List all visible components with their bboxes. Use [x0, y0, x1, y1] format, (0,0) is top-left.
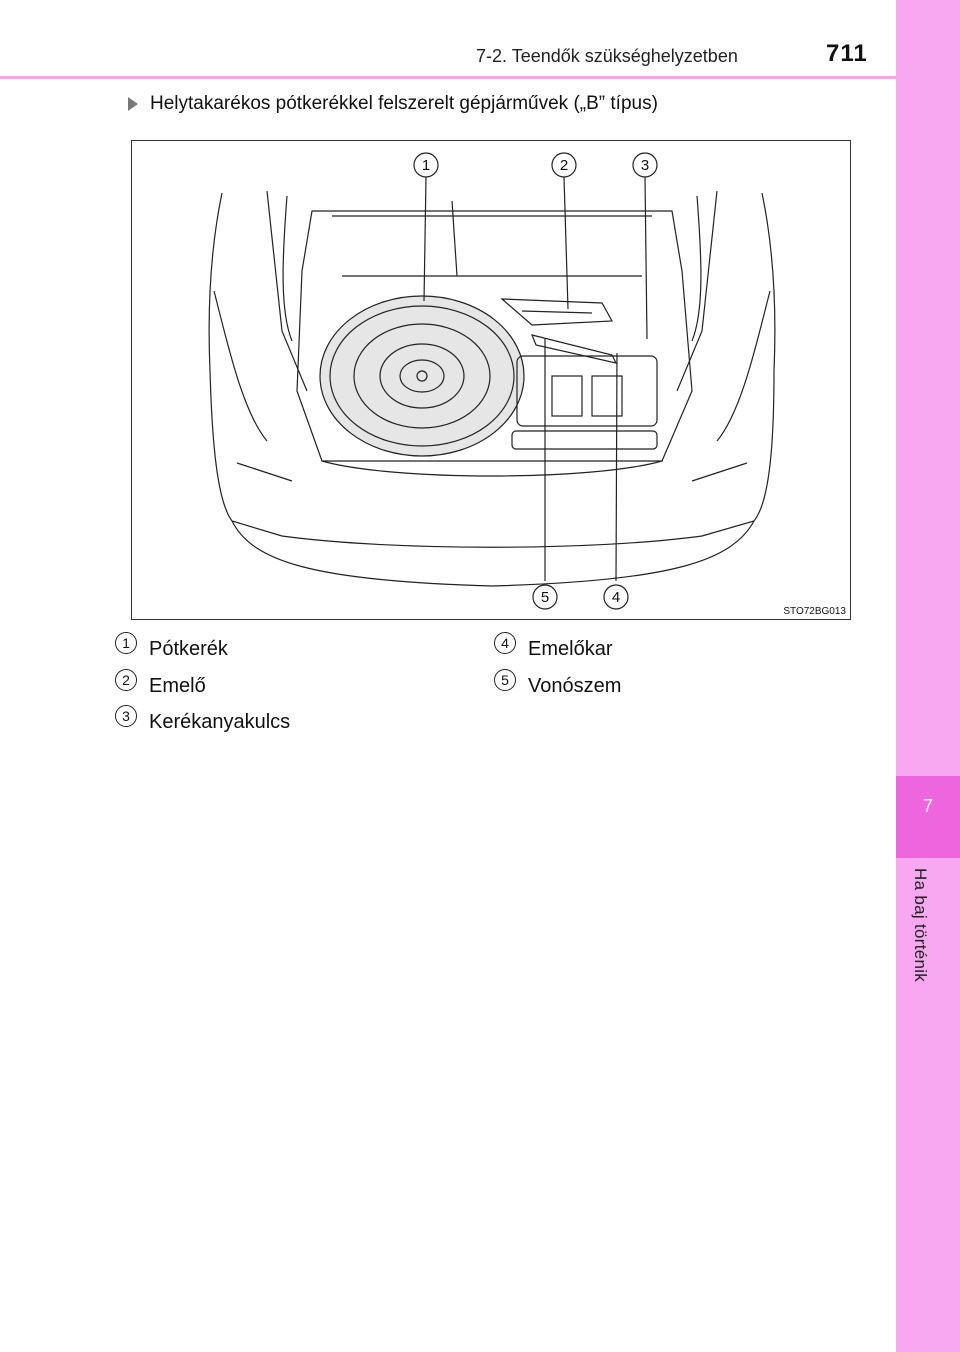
callout-5-label: 5 — [541, 589, 549, 606]
subheading: Helytakarékos pótkerékkel felszerelt gép… — [128, 93, 658, 115]
legend-item-3: 3 Kerékanyakulcs — [115, 704, 291, 734]
legend-label-5: Vonószem — [528, 675, 622, 697]
callout-3 — [632, 152, 658, 178]
callout-1-label: 1 — [422, 157, 430, 174]
legend-item-2: 2 Emelő — [115, 668, 206, 698]
figure-code: STO72BG013 — [783, 606, 846, 617]
legend-badge-4: 4 — [494, 631, 516, 654]
callout-4-label: 4 — [612, 589, 620, 606]
legend-badge-3: 3 — [115, 704, 137, 727]
legend-badge-2: 2 — [115, 668, 137, 691]
page-number: 711 — [826, 40, 868, 67]
subheading-text: Helytakarékos pótkerékkel felszerelt gép… — [150, 93, 658, 114]
legend-label-1: Pótkerék — [149, 638, 228, 660]
header-rule — [0, 76, 896, 79]
bullet-triangle-icon — [128, 97, 138, 111]
callout-1 — [413, 152, 439, 178]
chapter-title: Ha baj történik — [911, 868, 930, 983]
legend-label-4: Emelőkar — [528, 638, 613, 660]
callout-5 — [532, 584, 558, 610]
legend-label-2: Emelő — [149, 675, 206, 697]
chapter-number: 7 — [922, 796, 933, 816]
legend-badge-5: 5 — [494, 668, 516, 691]
callout-2-label: 2 — [560, 157, 568, 174]
callout-4 — [603, 584, 629, 610]
legend-item-4: 4 Emelőkar — [494, 631, 613, 661]
legend-item-5: 5 Vonószem — [494, 668, 622, 698]
chapter-number-box — [896, 776, 960, 858]
callout-2 — [551, 152, 577, 178]
trunk-drawing: 1 2 3 4 5 — [208, 152, 776, 610]
legend-label-3: Kerékanyakulcs — [149, 711, 291, 733]
legend-badge-1: 1 — [115, 631, 137, 654]
trunk-illustration: 1 2 3 4 5 STO72BG013 — [131, 140, 851, 620]
chapter-side-tab: 7 Ha baj történik — [896, 0, 960, 1352]
legend-item-1: 1 Pótkerék — [115, 631, 228, 661]
callout-3-label: 3 — [641, 157, 649, 174]
section-title: 7-2. Teendők szükséghelyzetben — [476, 46, 738, 66]
